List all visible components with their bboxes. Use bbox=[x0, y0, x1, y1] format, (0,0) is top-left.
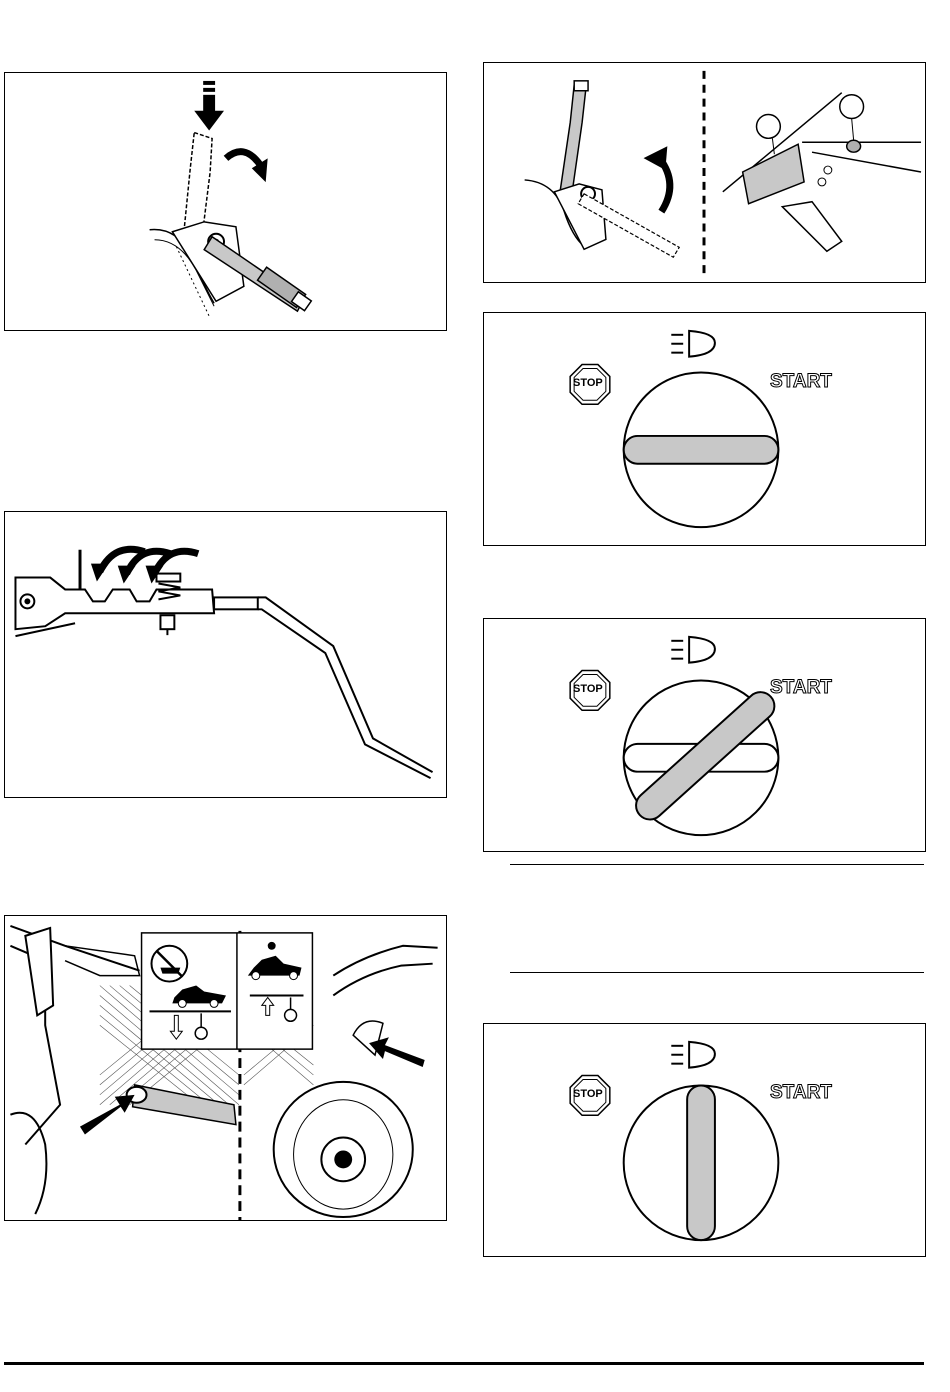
note-rule-top bbox=[510, 864, 924, 865]
linkage-illustration bbox=[5, 512, 446, 797]
no-rider-icon bbox=[151, 946, 187, 982]
release-knob bbox=[847, 140, 861, 152]
curved-arrows-icon bbox=[91, 549, 198, 583]
release-illustration bbox=[484, 63, 925, 282]
figure-parking-brake-release bbox=[483, 62, 926, 283]
start-label: START bbox=[770, 1082, 832, 1104]
figure-mower-deck-lift-points bbox=[4, 915, 447, 1221]
figure-ignition-stop: STOP START bbox=[483, 312, 926, 546]
figure-cutting-height-linkage bbox=[4, 511, 447, 798]
mower-illustration bbox=[5, 916, 446, 1220]
lift-decal bbox=[142, 933, 313, 1049]
start-label: START bbox=[770, 677, 832, 699]
release-button bbox=[743, 144, 804, 203]
figure-ignition-start: STOP START bbox=[483, 1023, 926, 1257]
stop-label: STOP bbox=[573, 1088, 603, 1100]
headlight-icon bbox=[671, 331, 715, 357]
callout-2 bbox=[840, 95, 864, 119]
figure-parking-brake-engage bbox=[4, 72, 447, 331]
start-label: START bbox=[770, 371, 832, 393]
stop-label: STOP bbox=[573, 377, 603, 389]
callout-1 bbox=[757, 115, 781, 139]
lever-illustration bbox=[5, 73, 446, 330]
note-rule-bottom bbox=[510, 972, 924, 973]
headlight-icon bbox=[671, 1042, 715, 1068]
curved-arrow-icon bbox=[226, 152, 260, 165]
footer-rule bbox=[4, 1362, 924, 1365]
stop-label: STOP bbox=[573, 683, 603, 695]
down-arrow-icon bbox=[194, 81, 224, 131]
headlight-icon bbox=[671, 637, 715, 663]
figure-ignition-lights: STOP START bbox=[483, 618, 926, 852]
